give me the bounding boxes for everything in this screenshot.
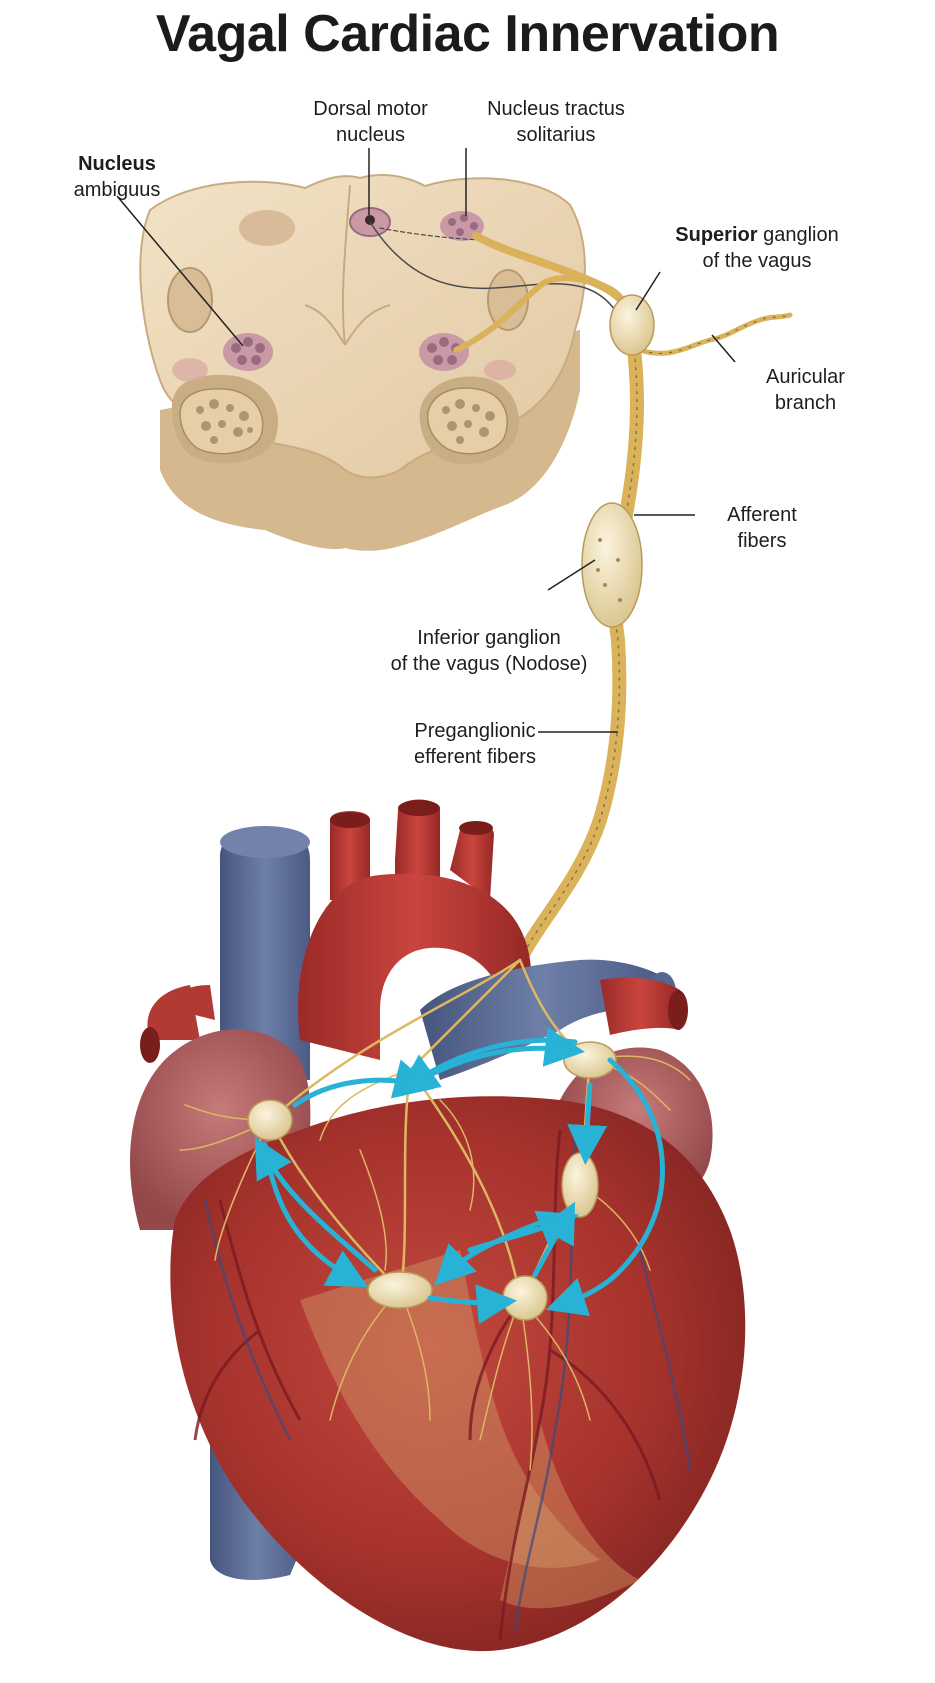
- inferior-ganglion-shape: [581, 502, 643, 628]
- nts-line1: Nucleus tractus: [487, 98, 625, 120]
- nucleus-ambiguus-left-shape: [223, 333, 273, 371]
- page-title: Vagal Cardiac Innervation: [155, 5, 780, 63]
- preganglionic-line1: Preganglionic: [414, 720, 536, 742]
- label-nucleus-ambiguus: Nucleus ambiguus: [62, 151, 172, 203]
- heart: [130, 799, 746, 1652]
- afferent-line2: fibers: [737, 530, 787, 552]
- auricular-line2: branch: [774, 392, 837, 414]
- inferior-line1: Inferior ganglion: [417, 627, 561, 649]
- inferior-line2: of the vagus (Nodose): [390, 653, 588, 675]
- preganglionic-line2: efferent fibers: [414, 746, 536, 768]
- label-nucleus-tractus-solitarius: Nucleus tractus solitarius: [466, 96, 646, 148]
- label-superior-ganglion: Superior ganglion of the vagus: [662, 222, 852, 274]
- label-inferior-ganglion: Inferior ganglion of the vagus (Nodose): [374, 625, 604, 677]
- superior-ganglion-rest: ganglion: [757, 224, 839, 246]
- superior-ganglion-bold: Superior: [675, 224, 758, 246]
- nucleus-ambiguus-bold: Nucleus: [78, 153, 156, 175]
- auricular-line1: Auricular: [766, 366, 845, 388]
- label-dorsal-motor-nucleus: Dorsal motor nucleus: [288, 96, 453, 148]
- dorsal-motor-line2: nucleus: [336, 124, 405, 146]
- brainstem-cross-section: [139, 173, 586, 551]
- signal-arrows: [254, 1027, 665, 1325]
- nucleus-ambiguus-right-shape: [419, 333, 469, 371]
- afferent-line1: Afferent: [727, 504, 797, 526]
- label-preganglionic-efferent: Preganglionic efferent fibers: [400, 718, 550, 770]
- label-afferent-fibers: Afferent fibers: [712, 502, 812, 554]
- leader-lines: [116, 148, 736, 733]
- dorsal-motor-line1: Dorsal motor: [313, 98, 428, 120]
- nts-line2: solitarius: [516, 124, 596, 146]
- superior-ganglion-line2: of the vagus: [702, 250, 812, 272]
- superior-ganglion-shape: [609, 294, 655, 356]
- label-auricular-branch: Auricular branch: [748, 364, 863, 416]
- nucleus-ambiguus-rest: ambiguus: [73, 179, 161, 201]
